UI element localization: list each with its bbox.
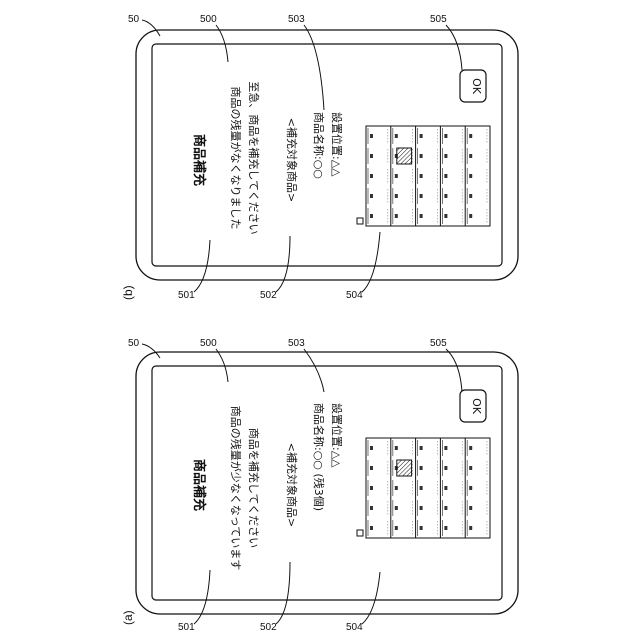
slot-tab: [370, 526, 373, 530]
shelf-marker: [357, 218, 363, 224]
product-name: 商品名称:○○: [312, 112, 326, 179]
slot-tab: [370, 154, 373, 158]
slot-tab: [469, 134, 472, 138]
target-heading: <補充対象商品>: [285, 118, 299, 202]
slot-tab: [370, 174, 373, 178]
ref-device: 50: [128, 338, 140, 349]
panel-a-label: (a): [121, 610, 135, 625]
slot-tab: [444, 506, 447, 510]
slot-tab: [370, 194, 373, 198]
install-location: 設置位置:△△: [330, 112, 344, 177]
slot-tab: [469, 174, 472, 178]
install-location: 設置位置:△△: [330, 403, 344, 468]
slot-tab: [469, 486, 472, 490]
slot-tab: [420, 174, 423, 178]
slot-tab: [444, 526, 447, 530]
slot-tab: [444, 466, 447, 470]
ref-device: 50: [128, 14, 140, 25]
message-line-1: 商品の残量がなくなりました: [229, 87, 243, 230]
slot-tab: [420, 486, 423, 490]
panel-b: (b) 50 500 503 505 501 502 504 商品補充 商品の残…: [121, 14, 518, 301]
slot-tab: [420, 526, 423, 530]
shelf-image: [357, 438, 490, 538]
message-line-1: 商品の残量が少なくなっています: [229, 406, 243, 570]
ref-ok-button: 505: [430, 14, 447, 25]
screen-title: 商品補充: [191, 134, 207, 186]
slot-tab: [469, 446, 472, 450]
screen-title: 商品補充: [191, 459, 207, 511]
slot-tab: [395, 526, 398, 530]
slot-tab: [395, 174, 398, 178]
target-product-highlight: [397, 460, 412, 476]
slot-tab: [420, 446, 423, 450]
ref-ok-button: 505: [430, 338, 447, 349]
slot-tab: [370, 446, 373, 450]
slot-tab: [444, 446, 447, 450]
target-product-highlight: [397, 148, 412, 164]
slot-tab: [370, 214, 373, 218]
slot-tab: [395, 506, 398, 510]
slot-tab: [420, 194, 423, 198]
ref-target-info: 502: [260, 622, 277, 633]
ok-label: OK: [470, 398, 483, 415]
slot-tab: [370, 506, 373, 510]
message-line-2: 至急、商品を補充してください: [247, 81, 261, 234]
slot-tab: [370, 134, 373, 138]
slot-tab: [420, 506, 423, 510]
slot-tab: [420, 466, 423, 470]
slot-tab: [395, 446, 398, 450]
ok-label: OK: [470, 78, 483, 95]
ref-message: 501: [178, 290, 195, 301]
slot-tab: [420, 214, 423, 218]
slot-tab: [395, 194, 398, 198]
slot-tab: [469, 466, 472, 470]
target-heading: <補充対象商品>: [285, 443, 299, 527]
ref-screen: 500: [200, 14, 217, 25]
slot-tab: [370, 466, 373, 470]
ref-shelf-image: 504: [346, 290, 363, 301]
slot-tab: [420, 154, 423, 158]
panel-b-label: (b): [121, 285, 135, 300]
slot-tab: [469, 154, 472, 158]
ref-shelf-image: 504: [346, 622, 363, 633]
slot-tab: [444, 154, 447, 158]
message-line-2: 商品を補充してください: [247, 428, 261, 548]
slot-tab: [444, 194, 447, 198]
ref-screen: 500: [200, 338, 217, 349]
ref-product-info: 503: [288, 338, 305, 349]
slot-tab: [444, 174, 447, 178]
slot-tab: [444, 486, 447, 490]
slot-tab: [469, 214, 472, 218]
panel-a: (a) 50 500 503 505 501 502 504 商品補充 商品の残…: [121, 338, 518, 633]
slot-tab: [469, 194, 472, 198]
slot-tab: [444, 214, 447, 218]
slot-tab: [444, 134, 447, 138]
product-name: 商品名称:○○ (残3個): [312, 403, 326, 511]
slot-tab: [395, 214, 398, 218]
ref-product-info: 503: [288, 14, 305, 25]
shelf-image: [357, 126, 490, 226]
slot-tab: [469, 506, 472, 510]
ref-target-info: 502: [260, 290, 277, 301]
ok-button[interactable]: OK: [460, 70, 486, 102]
slot-tab: [370, 486, 373, 490]
ok-button[interactable]: OK: [460, 390, 486, 422]
shelf-marker: [357, 530, 363, 536]
slot-tab: [395, 134, 398, 138]
slot-tab: [395, 486, 398, 490]
slot-tab: [420, 134, 423, 138]
slot-tab: [469, 526, 472, 530]
ref-message: 501: [178, 622, 195, 633]
